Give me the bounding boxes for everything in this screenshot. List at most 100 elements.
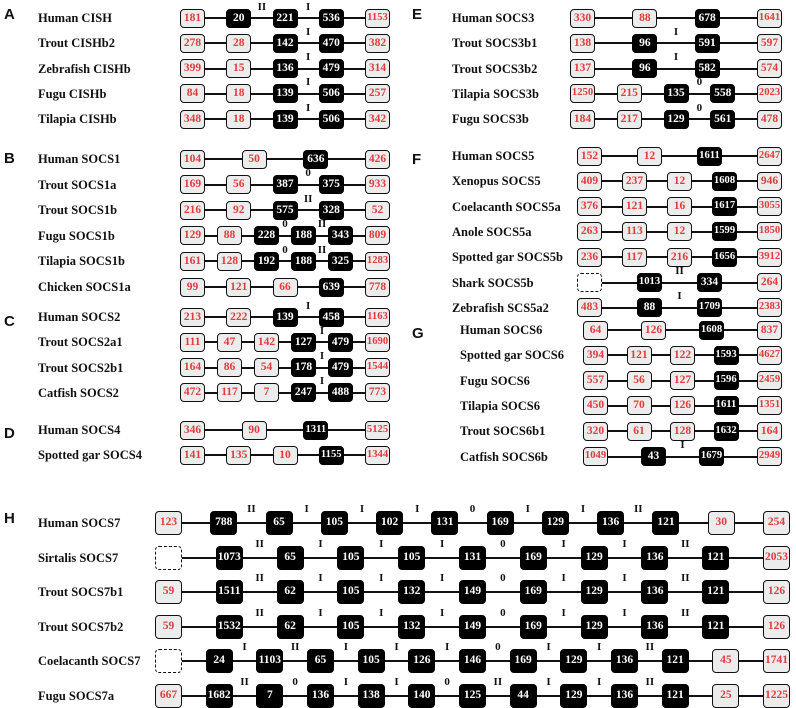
utr-box: 70 [626,396,652,416]
exon-box: 1608 [712,171,737,191]
utr-box: 161 [180,251,205,271]
intron-phase: I [546,641,551,653]
exon-box: 7 [256,683,284,708]
exon-box: 135 [663,84,689,104]
utr-box: 346 [180,420,205,440]
exon-box: 96 [632,33,658,53]
gene-name: Trout SOCS7b2 [38,619,124,634]
exon-box: 221 [272,8,298,28]
exon-box: 129 [663,109,689,129]
utr-box: 164 [180,358,205,378]
utr-box: 4627 [757,345,782,365]
exon-box: 129 [560,649,588,673]
utr-box: 12 [637,146,662,166]
utr-box: 90 [241,420,267,440]
exon-box: 1656 [712,247,737,267]
utr-box: 88 [217,226,242,246]
exon-box: 1679 [699,447,724,466]
intron-line [582,42,770,45]
missing-utr-box [155,545,182,570]
utr-box: 236 [577,247,602,267]
utr-box: 597 [757,33,782,53]
exon-box: 1013 [637,273,662,292]
utr-box: 117 [217,383,242,403]
intron-phase: I [305,25,311,38]
intron-line [192,366,378,369]
gene-name: Human SOCS4 [38,423,121,437]
missing-utr-box [155,649,182,673]
exon-box: 131 [459,545,486,570]
utr-box: 138 [570,33,595,53]
utr-box: 2459 [757,371,782,391]
intron-line [595,329,770,331]
intron-phase: I [319,350,325,363]
exon-box: 1596 [713,371,739,391]
exon-box: 105 [337,580,365,604]
gene-name: Tilapia SOCS3b [452,86,539,101]
exon-box: 139 [272,307,298,327]
utr-box: 50 [241,149,267,169]
utr-box: 128 [670,421,695,441]
exon-box: 328 [318,200,344,220]
intron-phase: 0 [292,675,298,688]
intron-phase: II [255,572,264,584]
utr-box: 1049 [583,447,608,466]
intron-phase: II [255,537,264,550]
exon-box: 44 [509,683,537,708]
exon-box: 149 [459,580,486,604]
utr-box: 126 [763,580,790,604]
utr-box: 263 [577,222,602,242]
utr-box: 1544 [365,358,390,378]
utr-box: 257 [365,84,390,104]
intron-phase: 0 [696,101,703,114]
exon-box: 105 [337,545,365,570]
intron-phase: I [319,375,325,388]
utr-box: 254 [763,511,790,535]
exon-box: 146 [459,649,486,673]
intron-line [589,155,770,157]
gene-name: Human SOCS7 [38,516,121,530]
missing-utr-box [577,273,602,292]
utr-box: 426 [365,149,390,169]
exon-box: 1511 [215,580,243,604]
exon-box: 121 [661,683,689,708]
utr-box: 399 [180,59,205,79]
exon-box: 188 [291,226,316,246]
intron-phase: II [645,641,655,653]
intron-phase: I [439,572,445,584]
intron-phase: I [394,675,399,688]
exon-box: 1532 [215,614,243,639]
intron-phase: I [445,641,450,653]
utr-box: 1283 [365,251,390,271]
utr-box: 1225 [763,683,790,708]
intron-phase: I [318,606,323,619]
exon-box: 1611 [713,396,739,416]
exon-box: 169 [519,580,547,604]
intron-phase: II [645,675,655,688]
utr-box: 28 [226,33,252,53]
exon-box: 639 [318,277,344,297]
utr-box: 264 [757,273,782,292]
exon-box: 1682 [205,683,233,708]
utr-box: 7 [254,383,279,403]
utr-box: 2383 [757,298,782,318]
gene-name: Trout SOCS2a1 [38,335,123,350]
exon-box: 1709 [697,298,722,318]
exon-box: 136 [641,580,669,604]
exon-box: 591 [694,33,720,53]
utr-box: 52 [365,200,390,220]
intron-phase: I [305,51,311,64]
utr-box: 483 [577,298,602,318]
exon-box: 387 [272,175,298,195]
exon-box: 139 [272,84,298,104]
gene-name: Tilapia SOCS6 [460,398,541,413]
exon-box: 105 [337,614,365,639]
gene-name: Trout SOCS7b1 [38,585,124,599]
exon-box: 506 [318,109,344,129]
intron-phase: I [525,503,530,515]
intron-phase: I [305,101,311,114]
intron-phase: I [622,537,627,550]
utr-box: 1690 [365,332,390,352]
intron-phase: I [673,25,679,38]
exon-box: 479 [328,358,353,378]
